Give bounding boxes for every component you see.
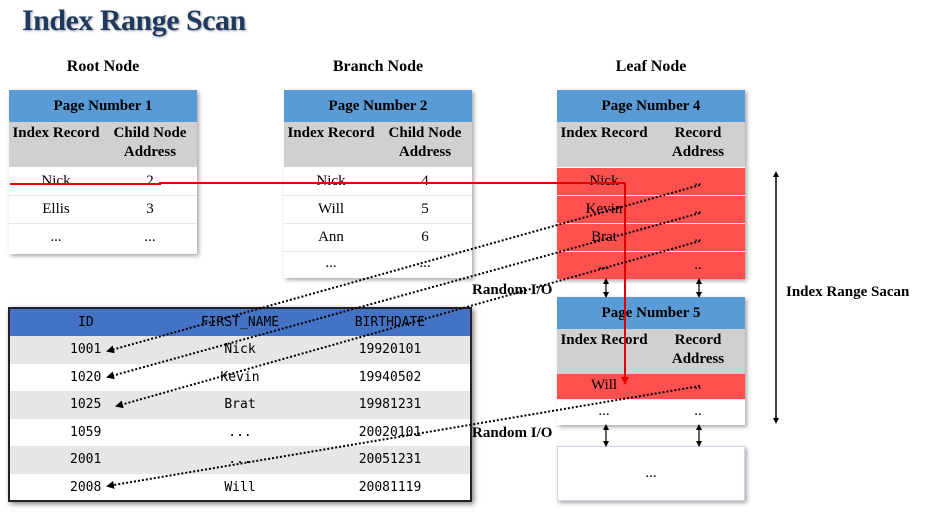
column-header-id: ID [78, 315, 94, 330]
record-address: .. [694, 229, 702, 245]
index-record: ... [598, 257, 610, 273]
index-record: Ellis [42, 201, 70, 217]
index-record: ... [598, 403, 610, 419]
birthdate-cell: 20081119 [358, 480, 422, 495]
first-name-cell: Brat [224, 397, 256, 412]
column-header-birthdate: BIRTHDATE [354, 315, 426, 330]
child-address-header: Child Node Address [113, 125, 187, 160]
child-address: 4 [421, 173, 429, 189]
page-title: Index Range Scan [22, 4, 246, 37]
birthdate-cell: 19981231 [358, 397, 422, 412]
index-record: Nick [589, 173, 619, 189]
index-row: ... ... [9, 224, 197, 252]
root-node-label: Root Node [66, 58, 140, 75]
random-io-label-1: Random I/O [472, 282, 553, 298]
index-record-header: Index Record [560, 125, 648, 141]
first-name-cell: ... [228, 425, 252, 440]
index-record: ... [50, 229, 62, 245]
leaf-node-label: Leaf Node [615, 58, 687, 75]
birthdate-cell: 20051231 [358, 452, 422, 467]
id-cell: 2008 [70, 480, 102, 495]
root-page-1: Page Number 1 Index Record Child Node Ad… [9, 90, 197, 254]
more-pages-ellipsis: ... [645, 465, 657, 481]
page-header: Page Number 4 [557, 90, 745, 122]
index-record: Ann [318, 229, 344, 245]
leaf-page-4: Page Number 4 Index Record Record Addres… [557, 90, 745, 279]
first-name-cell: Nick [224, 342, 256, 357]
column-header: Index Record Record Address [557, 329, 745, 374]
index-record: Nick [316, 173, 346, 189]
index-row-highlighted: Kevin .. [557, 196, 745, 224]
index-row: Will 5 [284, 196, 472, 224]
index-record: Will [317, 201, 345, 217]
page-header: Page Number 5 [557, 297, 745, 329]
index-record: Kevin [585, 201, 623, 217]
child-address: 6 [421, 229, 429, 245]
random-io-arrow [106, 212, 701, 380]
index-record-header: Index Record [12, 125, 100, 141]
range-scan-label: Index Range Sacan [786, 284, 910, 300]
record-address: .. [694, 257, 702, 273]
child-address: 2 [146, 173, 154, 189]
column-header: Index Record Child Node Address [284, 122, 472, 167]
random-io-arrow [115, 240, 701, 409]
column-header: Index Record Record Address [557, 122, 745, 167]
birthdate-cell: 19940502 [358, 370, 422, 385]
record-address: .. [694, 403, 702, 419]
table-row: 1025 Brat 19981231 [10, 391, 470, 419]
table-row: 2008 Will 20081119 [10, 474, 470, 502]
index-row: Ellis 3 [9, 196, 197, 224]
birthdate-cell: 19920101 [358, 342, 422, 357]
record-address: .. [694, 201, 702, 217]
index-row: ... .. [557, 400, 745, 425]
id-cell: 1059 [70, 425, 102, 440]
table-row: 1059 ... 20020101 [10, 419, 470, 447]
record-address-header: Record Address [671, 332, 725, 367]
random-io-arrow [106, 385, 701, 489]
index-record: Will [590, 377, 618, 393]
child-address: 3 [146, 201, 154, 217]
birthdate-cell: 20020101 [358, 425, 422, 440]
column-header: Index Record Child Node Address [9, 122, 197, 167]
index-row: Nick 4 [284, 168, 472, 196]
record-address: .. [694, 377, 702, 393]
leaf-page-more: ... [557, 446, 745, 501]
id-cell: 2001 [70, 452, 102, 467]
index-row: Ann 6 [284, 224, 472, 252]
id-cell: 1025 [70, 397, 102, 412]
index-row-highlighted: ... .. [557, 252, 745, 279]
record-address-header: Record Address [671, 125, 725, 160]
record-address: .. [694, 173, 702, 189]
id-cell: 1001 [70, 342, 102, 357]
leaf-page-5: Page Number 5 Index Record Record Addres… [557, 297, 745, 425]
id-cell: 1020 [70, 370, 102, 385]
random-io-arrow [106, 184, 701, 354]
child-address: ... [144, 229, 156, 245]
search-path-line [10, 182, 629, 385]
random-io-label-2: Random I/O [472, 425, 553, 441]
branch-node-label: Branch Node [332, 58, 424, 75]
first-name-cell: Will [224, 480, 256, 495]
page-header: Page Number 1 [9, 90, 197, 122]
index-record-header: Index Record [287, 125, 375, 141]
index-row-highlighted: Will .. [557, 374, 745, 400]
child-address-header: Child Node Address [388, 125, 462, 160]
index-row-highlighted: Brat .. [557, 224, 745, 252]
index-record: Brat [591, 229, 617, 245]
index-record: ... [325, 255, 337, 271]
page-header: Page Number 2 [284, 90, 472, 122]
child-address: 5 [421, 201, 429, 217]
table-row: 2001 ... 20051231 [10, 446, 470, 474]
